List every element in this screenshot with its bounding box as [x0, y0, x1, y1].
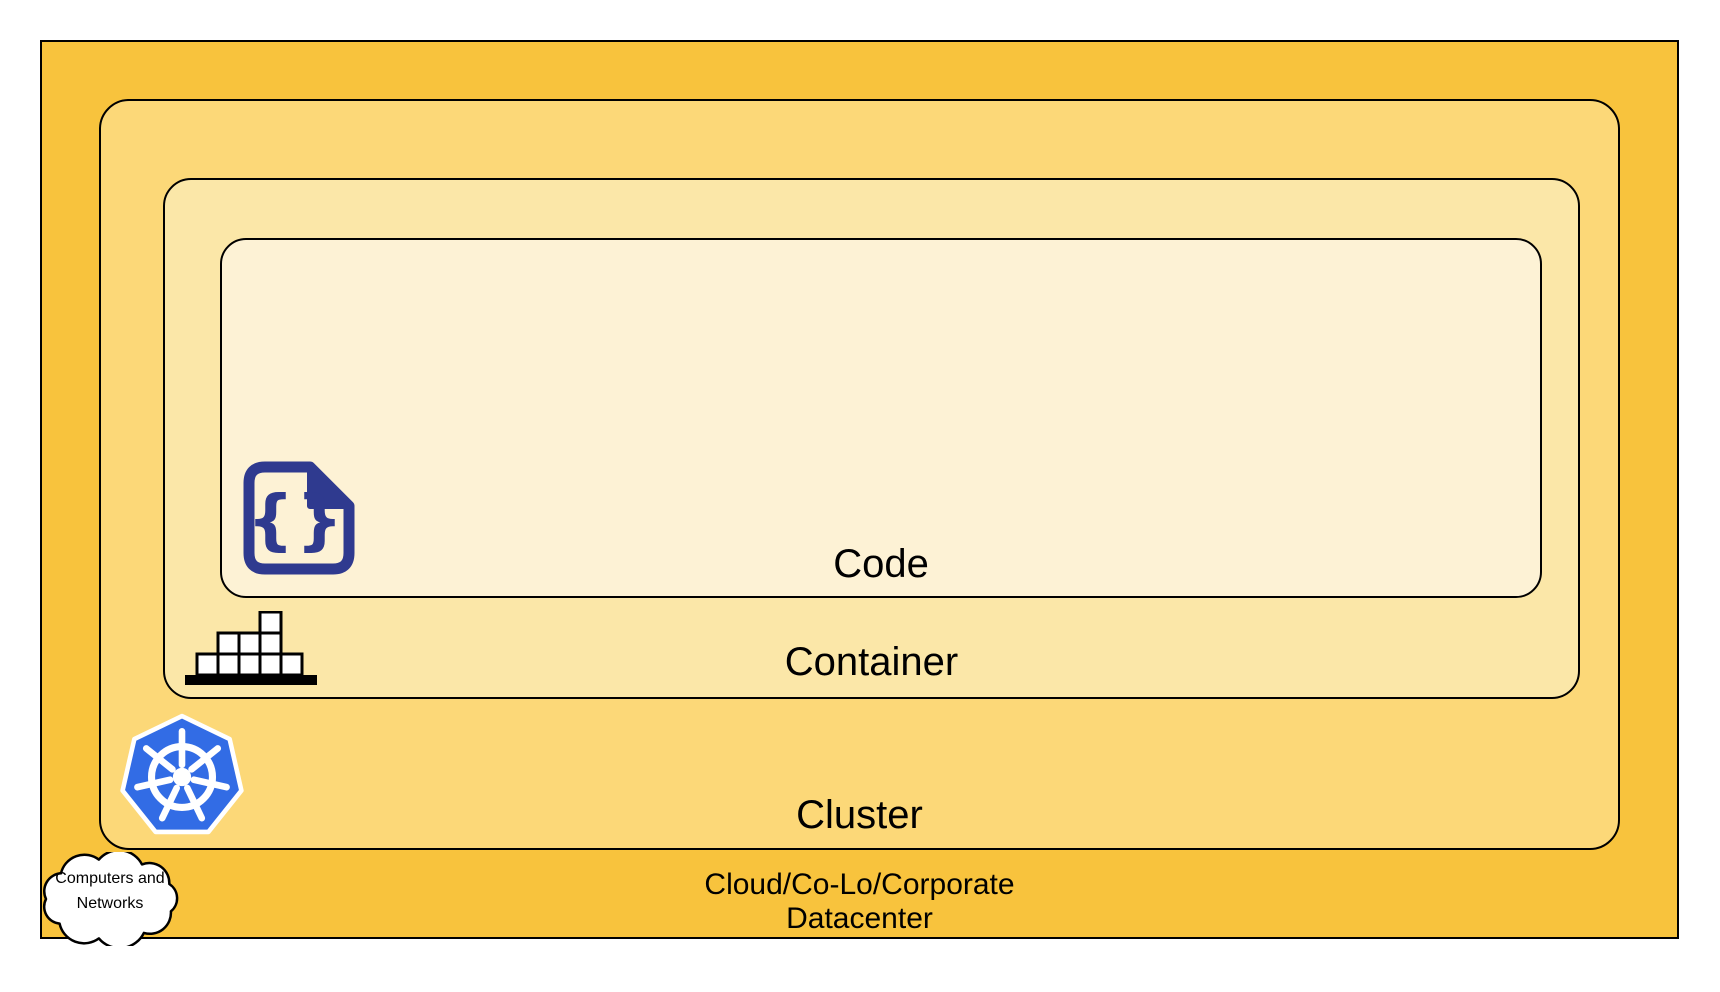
- datacenter-label-line1: Cloud/Co-Lo/Corporate: [704, 868, 1015, 901]
- cloud-label-line2: Networks: [76, 895, 144, 912]
- layer-datacenter-label: Cloud/Co-Lo/Corporate Datacenter: [42, 868, 1677, 936]
- layer-cluster-label: Cluster: [796, 793, 923, 837]
- cloud-callout-label: Computers and Networks: [40, 866, 180, 916]
- cloud-callout-icon: Computers and Networks: [40, 852, 180, 946]
- cloud-label-line1: Computers and: [55, 870, 165, 887]
- container-stack-icon: [185, 611, 317, 686]
- code-braces-glyph: {}: [247, 481, 345, 558]
- layer-container-label: Container: [784, 640, 959, 684]
- layer-code-label: Code: [833, 542, 929, 586]
- code-file-icon: {}: [238, 458, 358, 578]
- datacenter-label-line2: Datacenter: [786, 902, 933, 935]
- layer-code: Code: [220, 238, 1542, 598]
- kubernetes-helm-icon: [117, 712, 247, 842]
